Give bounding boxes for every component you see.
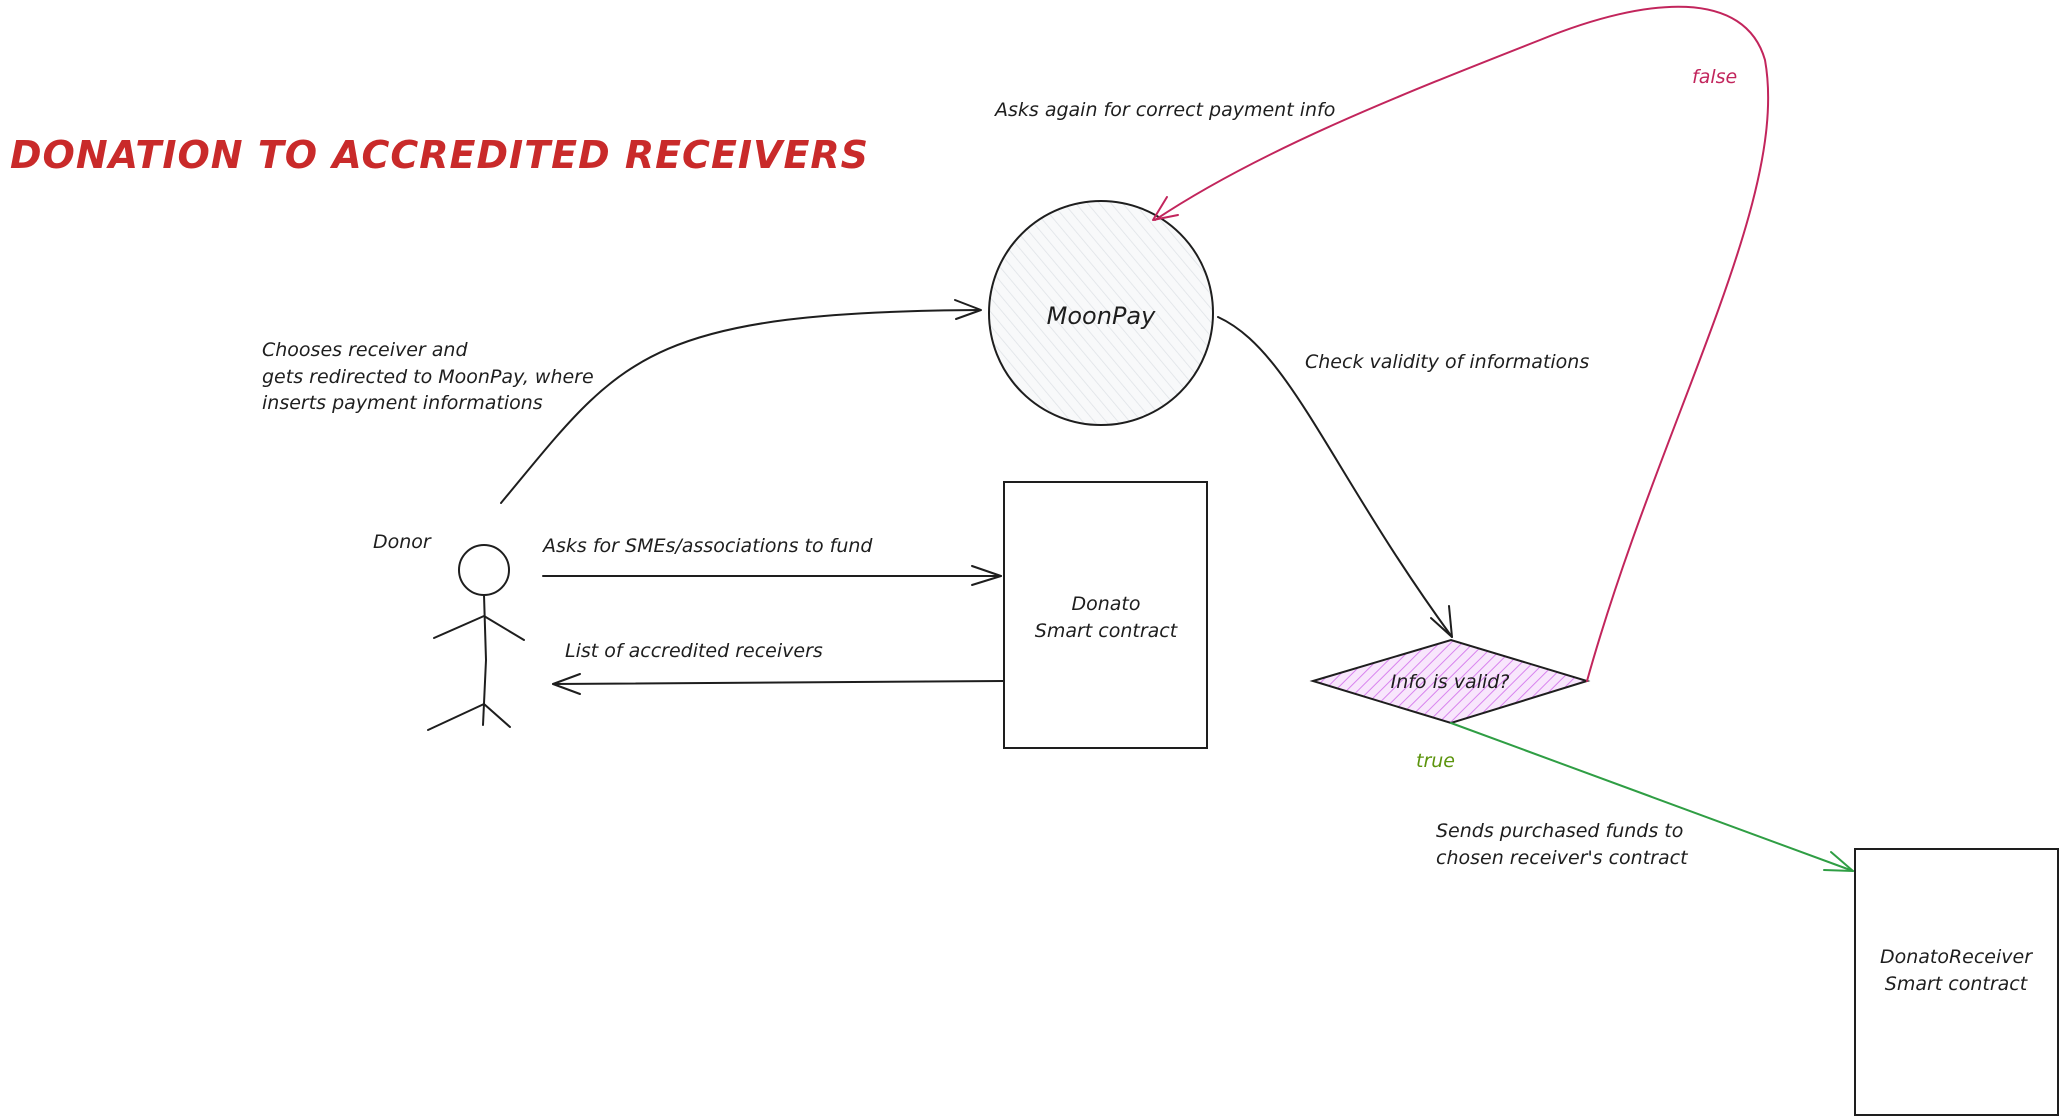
- edge-moonpay-to-decision: Check validity of informations: [1217, 316, 1589, 638]
- donato-to-donor-label: List of accredited receivers: [565, 640, 823, 662]
- edge-donor-to-moonpay: Chooses receiver and gets redirected to …: [262, 299, 982, 504]
- donor-to-moonpay-label-line-2: gets redirected to MoonPay, where: [262, 366, 594, 388]
- receiver-label-line-1: DonatoReceiver: [1880, 946, 2033, 968]
- decision-false-label: false: [1692, 66, 1737, 88]
- donor-to-moonpay-label-line-3: inserts payment informations: [262, 392, 543, 414]
- donor-to-moonpay-label-line-1: Chooses receiver and: [262, 339, 468, 361]
- edge-decision-true: true Sends purchased funds to chosen rec…: [1416, 722, 1854, 872]
- donato-contract-node: Donato Smart contract: [1003, 481, 1208, 749]
- moonpay-label: MoonPay: [1047, 302, 1156, 330]
- donato-label-line-1: Donato: [1071, 593, 1140, 615]
- decision-true-label: true: [1416, 750, 1455, 772]
- moonpay-node: MoonPay: [988, 200, 1214, 426]
- decision-to-receiver-label-line-2: chosen receiver's contract: [1436, 847, 1689, 869]
- decision-to-receiver-label-line-1: Sends purchased funds to: [1436, 820, 1683, 842]
- edge-donato-to-donor: List of accredited receivers: [552, 640, 1005, 695]
- donor-actor: Donor: [373, 531, 525, 731]
- decision-label: Info is valid?: [1391, 671, 1510, 693]
- receiver-label-line-2: Smart contract: [1885, 973, 2029, 995]
- retry-label: Asks again for correct payment info: [993, 99, 1335, 121]
- edge-decision-false-loop: false Asks again for correct payment inf…: [993, 5, 1770, 682]
- moonpay-to-decision-label: Check validity of informations: [1305, 351, 1589, 373]
- receiver-contract-node: DonatoReceiver Smart contract: [1854, 848, 2059, 1116]
- donato-label-line-2: Smart contract: [1035, 620, 1179, 642]
- diagram-title: DONATION TO ACCREDITED RECEIVERS: [10, 133, 869, 177]
- edge-donor-to-donato: Asks for SMEs/associations to fund: [541, 535, 1002, 586]
- decision-node: Info is valid?: [1309, 638, 1591, 725]
- donor-to-donato-label: Asks for SMEs/associations to fund: [541, 535, 873, 557]
- donor-head-shape: [458, 544, 510, 596]
- donor-label: Donor: [373, 531, 432, 553]
